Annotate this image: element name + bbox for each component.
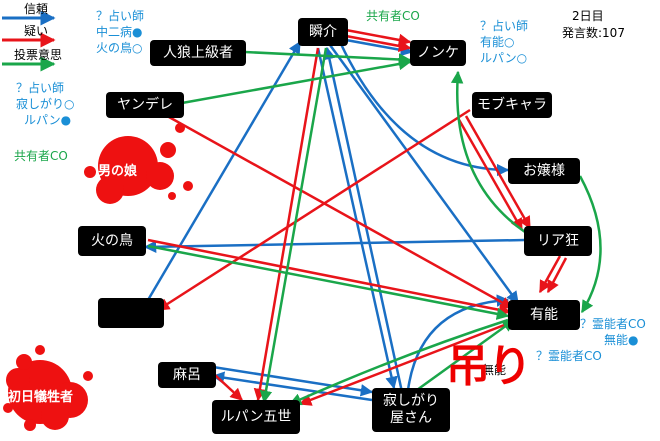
edge-doubt-yuunou-lupin — [298, 320, 513, 406]
seer1-result-hinotori: 火の鳥○ — [96, 41, 143, 55]
edge-doubt-hinotori-yuunou — [147, 238, 512, 316]
edge-vote-shunsuke-lupin — [259, 47, 328, 404]
edge-vote-ojousama-yuunou — [578, 175, 602, 314]
edge-vote-yuunou-maro-lupin — [288, 318, 509, 406]
edge-trust-chuuni-shunsuke — [146, 40, 302, 301]
node-riakyo: リア狂 — [524, 226, 592, 256]
seer1-result-chuuni: 中二病● — [96, 25, 143, 39]
legend-doubt-label: 疑い — [24, 24, 49, 38]
edge-trust-sabishi-shunsuke — [323, 46, 404, 393]
edge-vote-jinro-nonke — [244, 50, 412, 66]
medium-result-mu: 無能● — [604, 333, 639, 347]
node-maro: 麻呂 — [158, 362, 216, 388]
seer-claim-1: ？占い師 — [96, 9, 145, 23]
day-indicator: 2日目 — [572, 9, 604, 23]
edge-vote-riakyo-nonke — [450, 70, 526, 234]
node-chuuni — [98, 298, 164, 328]
seer-claim-2: ？占い師 — [16, 81, 65, 95]
edge-vote-hinotori-yuunou — [147, 244, 510, 320]
dead-otokonoko: 男の娘 — [98, 164, 138, 179]
post-count: 発言数:107 — [562, 26, 625, 40]
legend-vote-label: 投票意思 — [14, 48, 63, 62]
edge-trust-maro-sabishi — [212, 365, 374, 397]
node-yandere: ヤンデレ — [106, 92, 184, 118]
edge-vote-sabishi-yuunou — [409, 318, 516, 397]
seer2-result-lupin: ルパン● — [24, 113, 72, 127]
edge-trust-shunsuke-sabishi — [316, 47, 398, 390]
freemason-claim-2: 共有者CO — [366, 9, 420, 23]
edge-doubt-shunsuke-lupin — [253, 47, 320, 402]
edge-trust-shunsuke-yuunou — [328, 44, 520, 305]
munou-label: 無能 — [482, 363, 507, 377]
edge-doubt-mobchara-chuuni — [156, 108, 471, 312]
dead-first-victim: 初日犠牲者 — [8, 390, 74, 405]
hanged-mark: 吊り — [446, 341, 532, 392]
medium-claim-2: ？霊能者CO — [536, 349, 602, 363]
node-hinotori: 火の鳥 — [78, 226, 146, 256]
node-lupin: ルパン五世 — [212, 400, 300, 434]
freemason-claim-1: 共有者CO — [14, 149, 68, 163]
edge-trust-riakyo-hinotori — [143, 238, 526, 254]
edge-trust-sabishi-maro — [211, 371, 373, 402]
node-jinro: 人狼上級者 — [150, 40, 246, 66]
node-sabishigari: 寂しがり屋さん — [372, 388, 450, 432]
edge-doubt-yandere-yuunou — [159, 110, 514, 310]
node-shunsuke: 瞬介 — [298, 18, 348, 46]
seer3-result-lupin: ルパン○ — [480, 51, 528, 65]
legend-trust-label: 信頼 — [24, 2, 49, 16]
edge-doubt-shunsuke-nonke-2 — [345, 34, 412, 53]
edge-doubt-riakyo-yuunou-2 — [546, 257, 568, 294]
edge-doubt-riakyo-yuunou-1 — [538, 255, 562, 294]
blood-splat-otokonoko — [84, 123, 193, 204]
node-mobchara: モブキャラ — [472, 92, 552, 118]
edge-doubt-mobchara-riakyo-2 — [464, 115, 532, 230]
node-nonke: ノンケ — [410, 40, 466, 66]
medium-claim-1: ？霊能者CO — [580, 317, 646, 331]
blood-splat-first-victim — [3, 345, 93, 431]
node-yuunou: 有能 — [508, 300, 580, 330]
edge-doubt-shunsuke-nonke-1 — [345, 28, 412, 47]
node-ojousama: お嬢様 — [508, 158, 580, 184]
edge-vote-yandere-nonke — [181, 57, 412, 105]
edge-doubt-maro-lupin — [214, 374, 243, 401]
edge-doubt-mobchara-riakyo-1 — [456, 117, 524, 232]
seer2-result-sabishi: 寂しがり○ — [16, 97, 75, 111]
edge-trust-sabishi-yuunou — [406, 294, 510, 391]
seer3-result-yuunou: 有能○ — [480, 35, 515, 49]
seer-claim-3: ？占い師 — [480, 19, 529, 33]
